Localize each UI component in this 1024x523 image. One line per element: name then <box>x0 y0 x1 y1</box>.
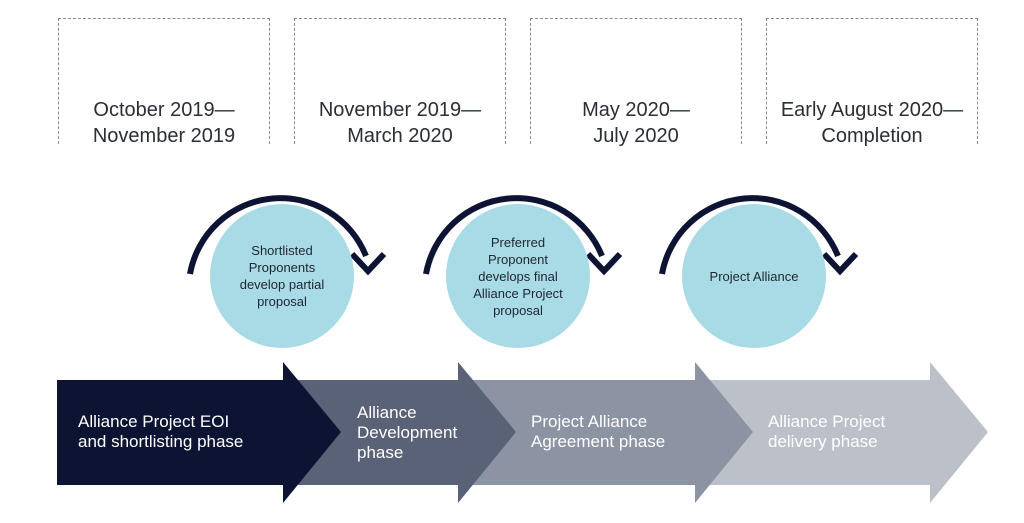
cycle-text-1: Shortlisted Proponents develop partial p… <box>239 243 325 309</box>
cycle-bubble-1: Shortlisted Proponents develop partial p… <box>210 204 354 348</box>
date-range-4-start: Early August 2020— <box>780 99 964 121</box>
date-box-2: November 2019— March 2020 <box>294 18 506 147</box>
date-range-4: Early August 2020— Completion <box>767 97 977 149</box>
phase-arrow-1 <box>57 362 341 503</box>
phase-arrow-2 <box>295 362 516 503</box>
phase-label-1: Alliance Project EOI and shortlisting ph… <box>78 412 244 451</box>
cycle-bubble-2: Preferred Proponent develops final Allia… <box>446 204 590 348</box>
cycle-arrow-icon <box>423 195 623 276</box>
date-range-2-end: March 2020 <box>347 125 453 147</box>
cycle-text-2: Preferred Proponent develops final Allia… <box>473 234 563 318</box>
date-box-1: October 2019— November 2019 <box>58 18 270 147</box>
date-box-4: Early August 2020— Completion <box>766 18 978 147</box>
date-range-4-end: Completion <box>821 125 923 147</box>
date-range-3-start: May 2020— <box>582 99 690 121</box>
phase-arrow-4 <box>700 362 988 503</box>
date-range-2-start: November 2019— <box>318 99 482 121</box>
cycle-2: Preferred Proponent develops final Allia… <box>416 178 623 348</box>
date-range-1: October 2019— November 2019 <box>59 97 269 149</box>
cycle-3: Project Alliance <box>652 178 859 348</box>
cycle-1: Shortlisted Proponents develop partial p… <box>180 178 387 348</box>
cycle-arrow-icon <box>659 195 859 276</box>
date-box-3: May 2020— July 2020 <box>530 18 742 147</box>
phase-arrow-3 <box>465 362 753 503</box>
date-range-1-end: November 2019 <box>92 125 236 147</box>
cycle-text-3: Project Alliance <box>709 268 799 284</box>
cycle-bubble-3: Project Alliance <box>682 204 826 348</box>
phase-label-4: Alliance Project delivery phase <box>768 412 886 451</box>
date-range-3: May 2020— July 2020 <box>531 97 741 149</box>
date-range-3-end: July 2020 <box>593 125 679 147</box>
date-range-1-start: October 2019— <box>93 99 235 121</box>
phase-label-3: Project Alliance Agreement phase <box>531 412 666 451</box>
date-range-2: November 2019— March 2020 <box>295 97 505 149</box>
cycle-arrow-icon <box>187 195 387 276</box>
phase-label-2: Alliance Development phase <box>357 403 458 462</box>
